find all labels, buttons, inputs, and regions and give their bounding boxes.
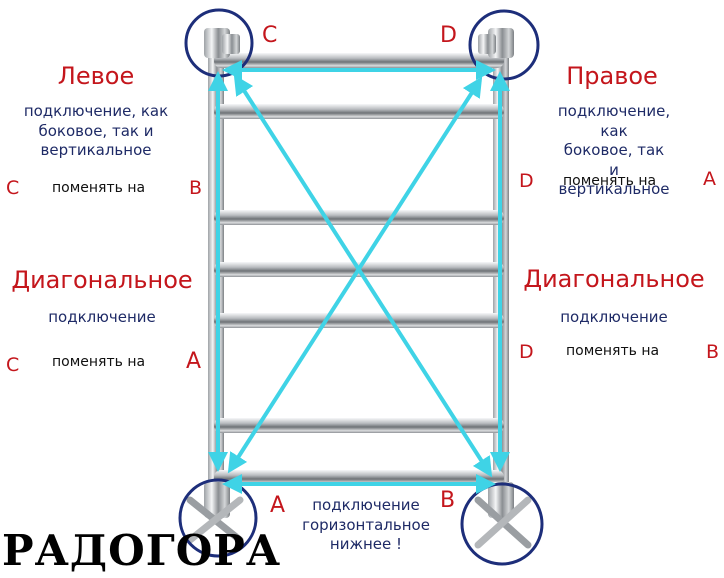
point-label-c: C <box>262 23 278 48</box>
left-swap2-from: C <box>6 354 20 376</box>
bottom-left-valve <box>186 482 244 544</box>
left-swap1-text: поменять на <box>52 180 146 196</box>
left-diagonal-desc: подключение <box>48 308 156 326</box>
left-title: Левое <box>57 62 135 90</box>
rail-bar <box>214 53 504 68</box>
right-diagonal-desc: подключение <box>560 308 668 326</box>
top-right-fitting <box>478 28 514 58</box>
brand-logo: РАДОГОРА <box>2 526 282 575</box>
point-label-a: A <box>270 493 286 518</box>
top-left-fitting <box>204 28 240 58</box>
right-swap1-to: A <box>703 168 716 190</box>
connection-circle-bottom-left <box>178 478 258 558</box>
flow-arrows <box>208 60 510 494</box>
left-swap2-to: A <box>186 349 202 374</box>
left-diagonal-title: Диагональное <box>11 266 193 294</box>
right-swap2-from: D <box>519 341 534 363</box>
right-description: подключение, как боковое, так и вертикал… <box>557 102 671 198</box>
left-swap1-from: C <box>6 177 20 199</box>
rail-bar <box>214 313 504 328</box>
point-label-b: B <box>440 488 456 513</box>
left-swap2-text: поменять на <box>52 354 146 370</box>
right-swap1-text: поменять на <box>563 173 657 189</box>
right-diagonal-title: Диагональное <box>523 265 705 293</box>
bottom-right-valve <box>474 482 532 549</box>
bottom-note: подключение горизонтальное нижнее ! <box>302 496 430 553</box>
right-swap1-from: D <box>519 170 534 192</box>
left-description: подключение, как боковое, так и вертикал… <box>23 102 169 159</box>
left-swap1-to: B <box>189 177 203 199</box>
right-swap2-text: поменять на <box>566 343 660 359</box>
flow-arrow-diagonal-2 <box>227 76 483 474</box>
right-title: Правое <box>566 62 658 90</box>
point-label-d: D <box>440 23 457 48</box>
right-swap2-to: B <box>706 341 720 363</box>
rail-bar <box>214 210 504 225</box>
connection-circle-bottom-right <box>460 482 544 566</box>
